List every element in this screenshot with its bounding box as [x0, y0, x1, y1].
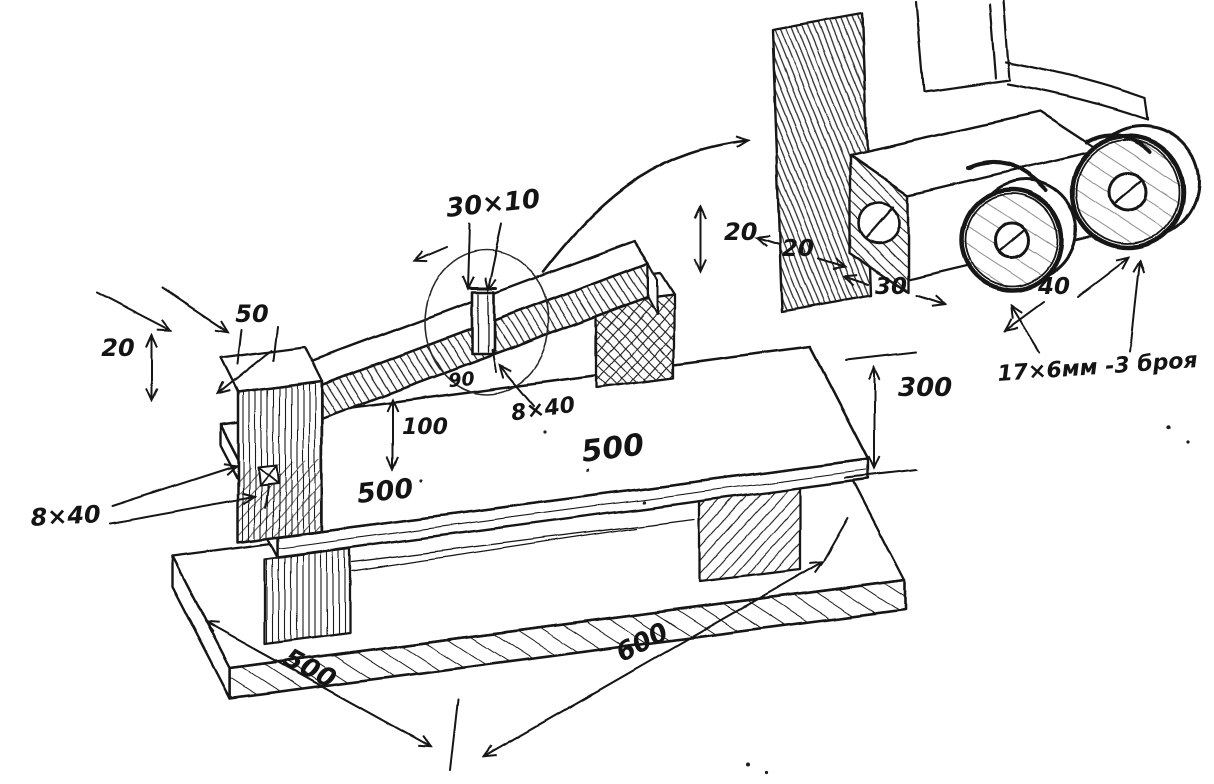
pen-dot: [1165, 425, 1171, 431]
leader-top-thickness-b: [218, 349, 273, 394]
leader-top-thickness-a: [96, 291, 170, 330]
gantry-beam: [276, 239, 658, 432]
dim-detail-wheel-spacing: 40: [1037, 274, 1070, 300]
leader-slot-bolt: [500, 366, 535, 407]
sketch-group: [96, 0, 1201, 774]
leader-block-bolt-b: [109, 497, 254, 524]
dim-slot-depth: 90: [447, 368, 475, 392]
rear-roller-hub-slash: [1113, 179, 1143, 205]
dim-base-tick-right: [823, 517, 849, 561]
detail-vertical-board: [914, 0, 1012, 94]
leader-slot-size-a: [468, 223, 470, 288]
gantry-left-block: [219, 345, 324, 544]
leader-detail-40-a: [1006, 301, 1045, 330]
dim-top-thickness: 20: [101, 334, 134, 362]
dim-detail-30-left: [846, 276, 870, 284]
dim-roller-spec: 17×6мм -3 броя: [997, 348, 1199, 387]
leader-roller-spec-a: [1012, 306, 1041, 353]
dim-beam-height: 100: [402, 415, 448, 440]
leader-beam-left: [414, 246, 448, 261]
detail-post: [770, 12, 874, 313]
right-block-hatch: [596, 295, 674, 388]
dim-detail-30-right: [915, 294, 944, 304]
surface-speck: [641, 500, 645, 504]
beam-hatch: [292, 263, 648, 430]
dim-base-length-arrow: [484, 562, 822, 756]
dim-height-ticks: [845, 351, 917, 479]
dim-detail-20-left: [757, 238, 780, 245]
front-roller-hub-slash: [998, 228, 1026, 252]
detail-leader-arrow: [541, 140, 748, 274]
beam-end-face: [647, 262, 658, 315]
front-roller-inner-rim: [965, 193, 1059, 287]
left-block-crosshatch: [238, 459, 322, 542]
dim-block-bolt: 8×40: [30, 500, 102, 532]
carriage-hole-slash: [864, 205, 895, 240]
dim-top-length: 500: [580, 427, 646, 469]
pen-dot: [764, 770, 768, 774]
detail-callout-circle: [424, 249, 550, 395]
pen-dot: [1186, 440, 1190, 444]
dim-block-width-ticks: [237, 325, 279, 365]
surface-speck: [543, 431, 547, 435]
pen-dots: [746, 425, 1190, 774]
under-table-shadow-lines: [351, 518, 696, 572]
dimension-arrows: [96, 208, 1140, 771]
dim-top-depth: 500: [355, 473, 414, 510]
leader-roller-spec-b: [1129, 262, 1140, 353]
tabletop-edge-grain-line: [279, 469, 867, 549]
detail-view: [770, 0, 1201, 313]
dim-base-tick-left: [449, 699, 459, 771]
slot-piece-lines: [477, 293, 489, 353]
surface-speck: [586, 468, 590, 472]
leader-block-top: [161, 287, 228, 332]
leader-block-bolt-a: [111, 466, 236, 507]
dim-detail-carriage-width: 30: [875, 274, 907, 300]
dim-beam-edge: 20: [724, 218, 757, 246]
dim-base-depth-arrow: [206, 622, 430, 746]
pen-dot: [746, 762, 750, 766]
surface-speck: [418, 478, 422, 482]
slot-piece-body: [470, 290, 496, 356]
front-roller-bracket: [966, 160, 1048, 192]
dim-detail-20-right: [817, 258, 846, 266]
leader-detail-40-b: [1077, 258, 1128, 297]
clamp-bolt-marks: [257, 465, 279, 509]
dim-slot-size: 30×10: [445, 184, 542, 224]
leader-slot-size-b: [488, 223, 503, 289]
dim-block-width: 50: [235, 300, 268, 328]
left-support-panel: [263, 546, 352, 646]
dim-height: 300: [898, 373, 952, 403]
detail-table-edge: [1004, 60, 1150, 122]
dim-detail-edge-offset: 20: [782, 236, 814, 262]
slot-bolt: [491, 349, 497, 373]
rear-roller-bracket: [1084, 133, 1152, 154]
front-roller: [959, 178, 1078, 293]
